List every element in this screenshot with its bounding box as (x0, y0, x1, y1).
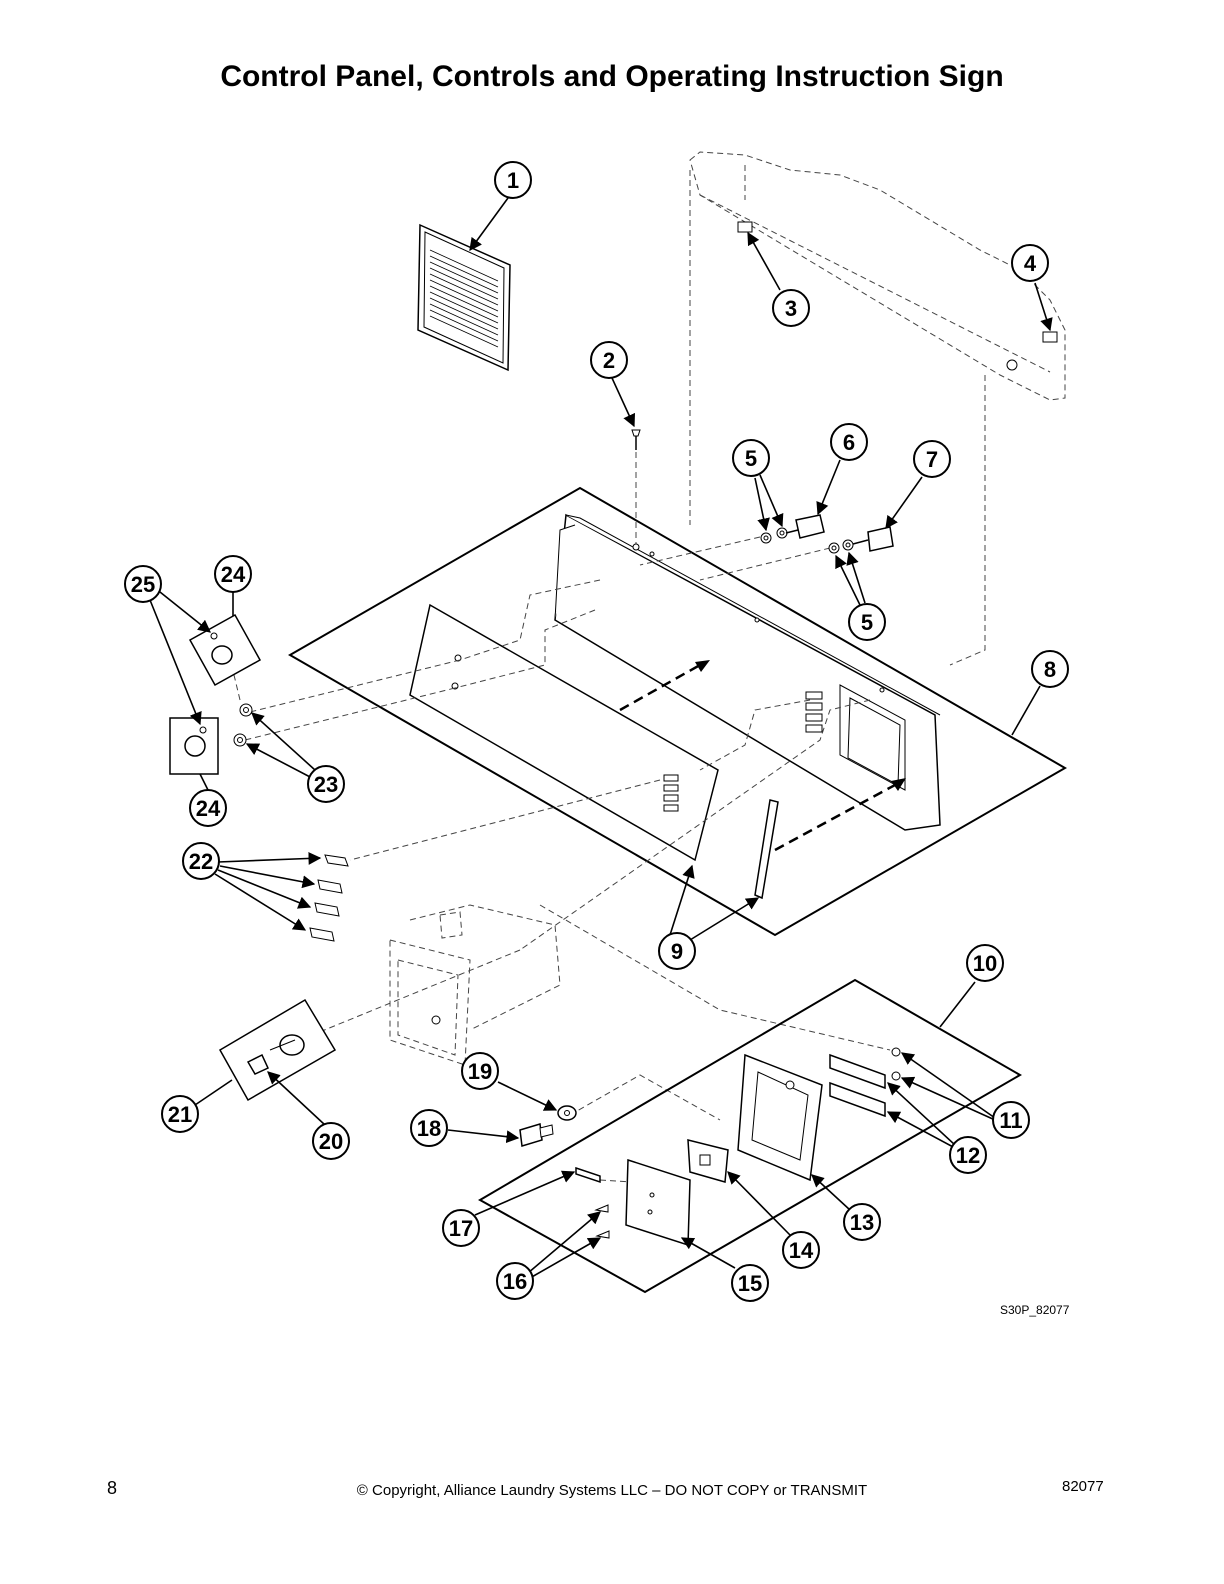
callout-5-lower: 5 (848, 603, 886, 641)
callout-18: 18 (410, 1109, 448, 1147)
coin-mechanism-parts (519, 1047, 901, 1247)
callout-6: 6 (830, 423, 868, 461)
switch-part-7 (867, 526, 894, 552)
strip-part-12b (829, 1081, 886, 1118)
callout-4: 4 (1011, 244, 1049, 282)
callout-25: 25 (124, 565, 162, 603)
svg-text:14: 14 (789, 1238, 814, 1263)
svg-text:16: 16 (503, 1269, 527, 1294)
callout-15: 15 (731, 1264, 769, 1302)
svg-text:19: 19 (468, 1059, 492, 1084)
callout-8: 8 (1031, 650, 1069, 688)
coin-box-assembly (389, 904, 561, 1066)
clip-part-4 (1042, 331, 1058, 343)
switch-part-6 (795, 514, 825, 539)
svg-text:18: 18 (417, 1116, 441, 1141)
svg-text:12: 12 (956, 1143, 980, 1168)
top-rail-assembly (689, 151, 1066, 666)
panel-reference-plane (287, 486, 1068, 937)
callout-12: 12 (949, 1136, 987, 1174)
svg-text:23: 23 (314, 772, 338, 797)
callout-1: 1 (494, 161, 532, 199)
callout-24-lower: 24 (189, 789, 227, 827)
svg-text:8: 8 (1044, 657, 1056, 682)
svg-text:3: 3 (785, 296, 797, 321)
callout-22: 22 (182, 842, 220, 880)
svg-text:2: 2 (603, 348, 615, 373)
svg-text:21: 21 (168, 1102, 192, 1127)
callout-2: 2 (590, 341, 628, 379)
callout-17: 17 (442, 1209, 480, 1247)
callout-9: 9 (658, 932, 696, 970)
svg-text:6: 6 (843, 430, 855, 455)
svg-text:11: 11 (999, 1108, 1022, 1133)
svg-text:25: 25 (131, 572, 155, 597)
svg-text:10: 10 (973, 951, 997, 976)
strip-part-12a (829, 1053, 886, 1090)
svg-text:7: 7 (926, 447, 938, 472)
bolt-part-18 (519, 1123, 543, 1147)
copyright-notice: © Copyright, Alliance Laundry Systems LL… (356, 1482, 868, 1499)
callout-19: 19 (461, 1052, 499, 1090)
callout-24-upper: 24 (214, 555, 252, 593)
callout-3: 3 (772, 289, 810, 327)
callout-23: 23 (307, 765, 345, 803)
svg-text:20: 20 (319, 1129, 343, 1154)
callout-5-upper: 5 (732, 439, 770, 477)
leader-lines (149, 197, 1053, 1279)
knob-assemblies (169, 613, 262, 775)
trim-strip-part-9 (754, 799, 779, 900)
svg-text:24: 24 (196, 796, 221, 821)
screw-part-2 (631, 429, 641, 545)
svg-text:1: 1 (507, 168, 519, 193)
control-panel-housing (554, 513, 941, 831)
svg-text:4: 4 (1024, 251, 1037, 276)
callout-21: 21 (161, 1095, 199, 1133)
coin-plane (477, 978, 1023, 1294)
callout-13: 13 (843, 1203, 881, 1241)
svg-text:5: 5 (861, 610, 873, 635)
document-number: 82077 (1062, 1478, 1104, 1495)
connectors-part-22 (309, 854, 349, 942)
callout-11: 11 (992, 1101, 1030, 1139)
switches-and-nuts (760, 514, 894, 554)
clip-part-3 (737, 221, 753, 233)
label-part-17 (575, 1166, 601, 1184)
callout-14: 14 (782, 1231, 820, 1269)
drawing-code: S30P_82077 (1000, 1303, 1070, 1317)
plate-part-15 (625, 1158, 691, 1247)
callout-20: 20 (312, 1122, 350, 1160)
svg-text:9: 9 (671, 939, 683, 964)
svg-text:22: 22 (189, 849, 213, 874)
svg-text:24: 24 (221, 562, 246, 587)
svg-text:17: 17 (449, 1216, 473, 1241)
instruction-sign (417, 223, 511, 372)
svg-text:5: 5 (745, 446, 757, 471)
assembly-direction-arrows (619, 660, 906, 852)
callout-7: 7 (913, 440, 951, 478)
callout-16: 16 (496, 1262, 534, 1300)
front-panel-part-9 (409, 603, 719, 862)
svg-text:13: 13 (850, 1210, 874, 1235)
lock-assembly (218, 998, 337, 1102)
svg-text:15: 15 (738, 1271, 762, 1296)
callout-10: 10 (966, 944, 1004, 982)
page-title: Control Panel, Controls and Operating In… (220, 60, 1004, 93)
page-number: 8 (107, 1478, 118, 1498)
